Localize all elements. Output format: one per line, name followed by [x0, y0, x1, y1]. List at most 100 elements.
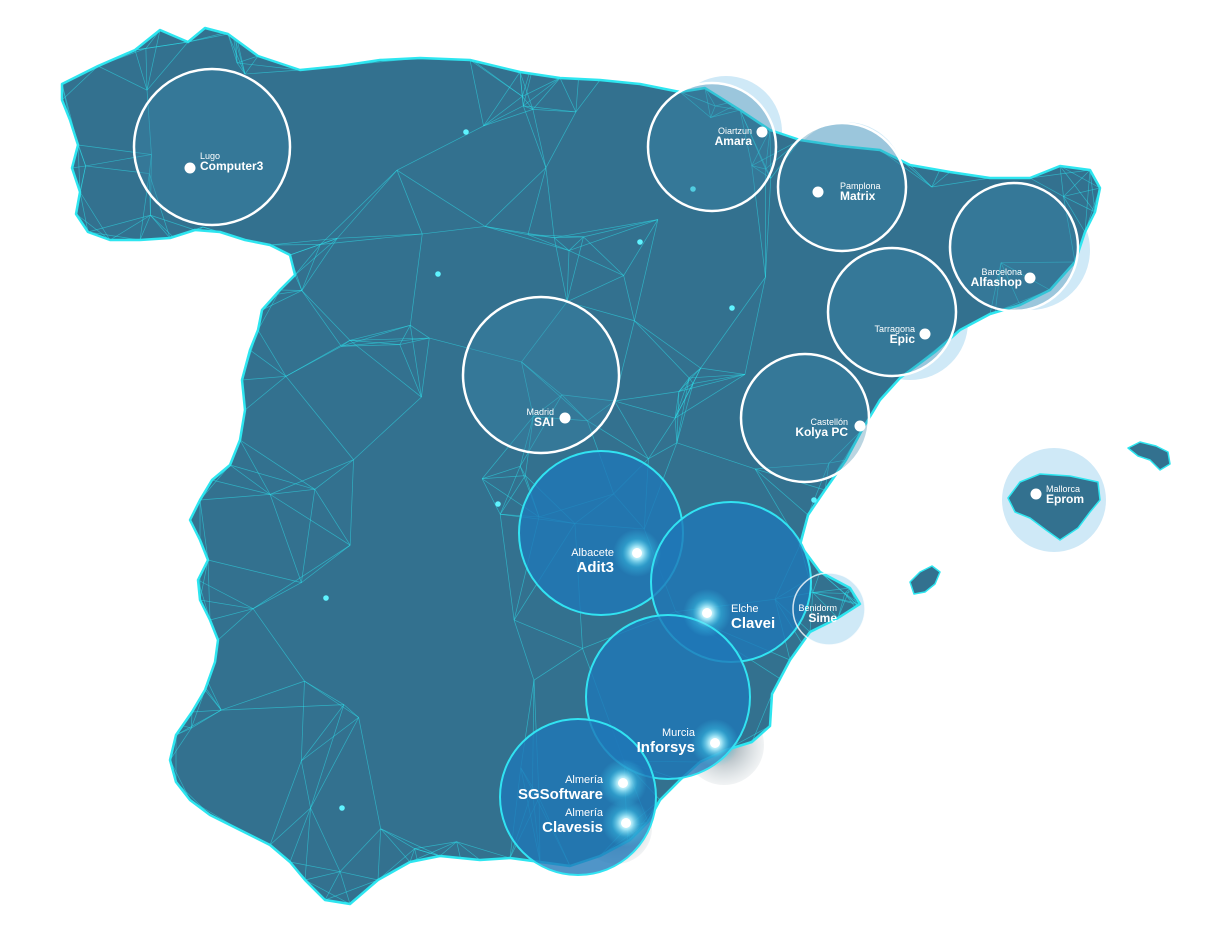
location-marker-murcia[interactable] — [710, 738, 720, 748]
coverage-circle-barcelona[interactable] — [948, 181, 1080, 313]
mesh-line — [79, 191, 89, 233]
mesh-line — [674, 377, 690, 419]
location-marker-oiartzun[interactable] — [756, 126, 768, 138]
mesh-line — [989, 122, 1006, 179]
company-name-albacete: Adit3 — [577, 559, 615, 576]
mesh-line — [152, 237, 171, 299]
mesh-line — [533, 394, 563, 417]
mesh-line — [859, 570, 916, 605]
mesh-line — [341, 344, 400, 347]
mesh-line — [1011, 565, 1070, 627]
location-marker-madrid[interactable] — [559, 412, 571, 424]
coverage-circle-lugo[interactable] — [132, 67, 292, 227]
mesh-line — [153, 820, 187, 902]
mesh-line — [1029, 169, 1091, 179]
city-name-lugo: Lugo — [200, 151, 220, 161]
coverage-circle-castellon[interactable] — [739, 352, 871, 484]
coverage-circle-madrid[interactable] — [461, 295, 621, 455]
mesh-line — [599, 50, 643, 81]
mesh-line — [674, 418, 678, 443]
mesh-line — [678, 367, 701, 392]
mesh-line — [198, 619, 211, 654]
mesh-line — [945, 121, 1006, 159]
mesh-line — [301, 238, 338, 291]
mesh-line — [812, 592, 857, 605]
mesh-line — [847, 718, 888, 836]
mesh-line — [114, 342, 128, 355]
mesh-line — [1084, 187, 1100, 233]
mesh-line — [715, 105, 741, 111]
company-name-murcia: Inforsys — [637, 739, 695, 756]
mesh-line — [289, 861, 341, 873]
mesh-line — [140, 805, 155, 902]
mesh-line — [849, 587, 858, 605]
coverage-circle-pamplona[interactable] — [776, 121, 908, 253]
location-marker-almeria1[interactable] — [618, 778, 628, 788]
mesh-line — [238, 829, 241, 898]
mesh-line — [269, 760, 302, 846]
mesh-line — [765, 178, 772, 278]
mesh-line — [674, 367, 701, 419]
mesh-line — [289, 237, 338, 256]
company-name-castellon: Kolya PC — [795, 425, 848, 439]
mesh-line — [1004, 122, 1031, 179]
location-marker-elche[interactable] — [702, 608, 712, 618]
mesh-line — [634, 320, 690, 379]
location-marker-lugo[interactable] — [184, 162, 196, 174]
mesh-line — [399, 344, 422, 398]
mesh-line — [191, 709, 222, 729]
company-name-almeria2: Clavesis — [542, 819, 603, 836]
mesh-line — [269, 459, 354, 495]
mesh-line — [261, 290, 302, 311]
mesh-line — [255, 297, 259, 331]
mesh-line — [339, 828, 381, 872]
coverage-circle-benidorm[interactable] — [792, 572, 866, 646]
island-ibiza — [909, 565, 941, 595]
mesh-line — [142, 799, 191, 804]
coverage-circle-oiartzun[interactable] — [646, 81, 778, 213]
mesh-line — [482, 465, 521, 480]
mesh-line — [409, 861, 425, 891]
mesh-line — [197, 579, 254, 609]
mesh-line — [123, 682, 193, 713]
mesh-line — [127, 342, 191, 374]
mesh-line — [575, 79, 601, 113]
mesh-node — [339, 805, 345, 811]
mesh-line — [889, 55, 954, 151]
location-marker-barcelona[interactable] — [1024, 272, 1036, 284]
location-marker-mallorca[interactable] — [1030, 488, 1042, 500]
mesh-line — [409, 325, 422, 398]
mesh-line — [191, 689, 206, 729]
coverage-circle-tarragona[interactable] — [826, 246, 958, 378]
mesh-line — [145, 29, 161, 49]
mesh-line — [481, 478, 501, 515]
mesh-line — [244, 69, 301, 75]
location-marker-almeria2[interactable] — [621, 818, 631, 828]
mesh-line — [456, 841, 481, 861]
mesh-line — [739, 109, 753, 166]
mesh-line — [1063, 169, 1091, 197]
mesh-line — [270, 488, 315, 495]
location-marker-pamplona[interactable] — [812, 186, 824, 198]
mesh-line — [285, 376, 354, 460]
location-marker-albacete[interactable] — [632, 548, 642, 558]
mesh-line — [533, 648, 583, 681]
mesh-line — [648, 417, 676, 459]
mesh-line — [139, 173, 150, 241]
mesh-line — [191, 711, 193, 729]
mesh-line — [279, 274, 296, 291]
mesh-line — [304, 871, 341, 881]
mesh-line — [68, 695, 193, 713]
mesh-line — [554, 219, 658, 239]
mesh-line — [481, 416, 534, 479]
mesh-line — [521, 96, 524, 106]
mesh-line — [285, 340, 351, 377]
mesh-line — [989, 333, 994, 396]
mesh-line — [532, 109, 547, 168]
mesh-line — [521, 361, 563, 396]
mesh-line — [1063, 196, 1096, 213]
mesh-line — [647, 821, 679, 880]
mesh-line — [113, 339, 115, 355]
location-marker-castellon[interactable] — [854, 420, 866, 432]
location-marker-tarragona[interactable] — [919, 328, 931, 340]
